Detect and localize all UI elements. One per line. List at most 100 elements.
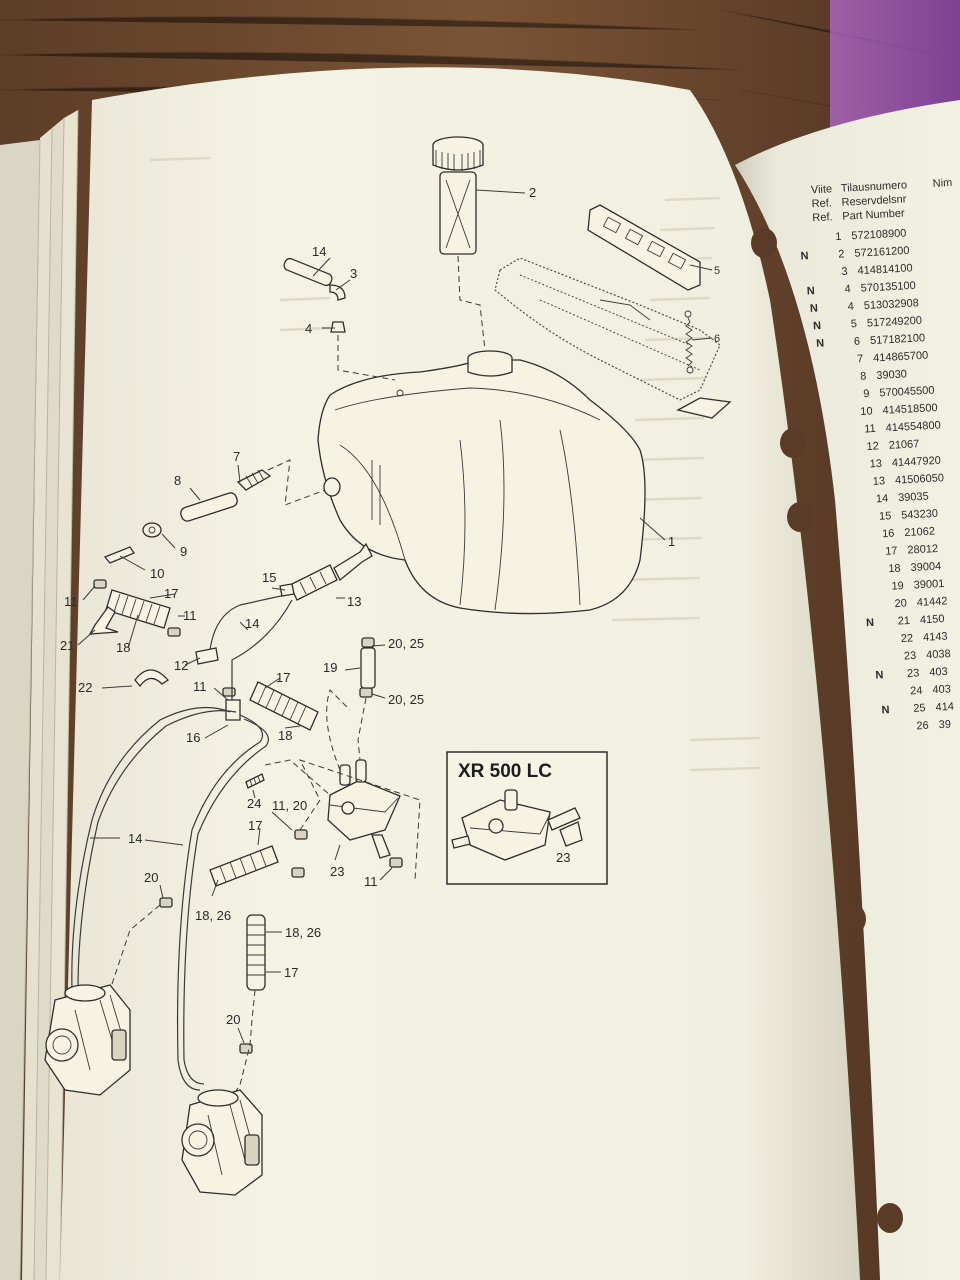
callout: 1: [668, 534, 675, 549]
parts-row: N 6 517182100: [816, 332, 926, 350]
header-viite: Viite: [811, 183, 833, 196]
ref-number: 10: [860, 405, 873, 418]
ref-number: 18: [888, 563, 901, 576]
part-number: 39035: [898, 491, 929, 505]
callout: 14: [128, 831, 142, 846]
parts-row: 13 41447920: [869, 455, 941, 471]
fuel-system-diagram: 2 1 5 6 14 3 4 7 8 9 10 11 17 11 21 18 1…: [44, 136, 732, 1196]
callout: 20: [226, 1012, 240, 1027]
callout: 9: [180, 544, 187, 559]
ref-number: 25: [913, 702, 926, 715]
header-part-number: Part Number: [842, 207, 905, 222]
parts-row: 1 572108900: [835, 227, 907, 243]
ref-number: 23: [907, 667, 920, 680]
callout: 11: [193, 679, 207, 694]
ref-number: 7: [857, 353, 864, 365]
ref-number: 19: [891, 580, 904, 593]
header-nim: Nim: [932, 177, 952, 190]
part-number: 570135100: [860, 280, 916, 295]
ref-number: 23: [904, 650, 917, 663]
parts-row: 17 28012: [885, 543, 938, 558]
right-page: [735, 100, 960, 1280]
part-number: 403: [929, 666, 948, 679]
part-number: 414518500: [882, 402, 938, 417]
carburetor-right: [181, 1089, 263, 1196]
new-part-marker: N: [813, 320, 822, 332]
callout: 22: [78, 680, 92, 695]
callout: 21: [60, 638, 74, 653]
inset-callout: 23: [556, 850, 570, 865]
spring: [684, 310, 694, 374]
ref-number: 2: [838, 248, 845, 260]
part-number: 4143: [923, 631, 948, 644]
callout: 19: [323, 660, 337, 675]
new-part-marker: N: [875, 669, 884, 681]
parts-row: 16 21062: [882, 526, 935, 541]
mounting-plate: [587, 204, 701, 291]
callout: 6: [714, 333, 720, 345]
ref-number: 4: [844, 283, 851, 295]
part-number: 543230: [901, 508, 938, 522]
parts-list: Viite Tilausnumero Nim Ref. Reservdelsnr…: [800, 177, 954, 732]
ref-number: 15: [879, 510, 892, 523]
callout: 8: [174, 473, 181, 488]
ref-number: 6: [854, 336, 861, 348]
part-number: 21062: [904, 526, 935, 540]
ref-number: 24: [910, 685, 923, 698]
ref-number: 21: [897, 615, 910, 628]
callout: 14: [312, 244, 326, 259]
callout: 23: [330, 864, 344, 879]
part-number: 39004: [910, 560, 941, 574]
ref-number: 20: [894, 597, 907, 610]
new-part-marker: N: [816, 337, 825, 349]
ref-number: 13: [869, 458, 882, 471]
inset-xr500lc: XR 500 LC 23: [446, 751, 608, 885]
part-number: 39: [938, 719, 951, 732]
part-number: 403: [932, 683, 951, 696]
part-number: 4038: [926, 648, 951, 661]
ref-number: 22: [901, 632, 914, 645]
ref-number: 9: [863, 388, 870, 400]
ref-number: 16: [882, 528, 895, 541]
callout: 17: [276, 670, 290, 685]
callout: 18, 26: [195, 908, 231, 923]
callout: 20: [144, 870, 158, 885]
part-number: 41447920: [892, 455, 942, 470]
parts-row: 24 403: [910, 683, 951, 697]
part-number: 517182100: [870, 332, 926, 347]
parts-row: 20 41442: [894, 595, 947, 610]
callout: 17: [248, 818, 262, 833]
screw-24: [245, 773, 265, 789]
ref-number: 13: [873, 475, 886, 488]
part-number: 28012: [907, 543, 938, 557]
inset-pump-body: [461, 799, 551, 861]
parts-row: N 21 4150: [866, 613, 945, 629]
part-number: 41442: [917, 595, 948, 609]
ref-number: 1: [835, 231, 842, 243]
callout: 20, 25: [388, 692, 424, 707]
new-part-marker: N: [881, 704, 890, 716]
corrugated-hoses: [105, 589, 319, 991]
carburetor-left: [44, 984, 131, 1096]
ref-number: 4: [847, 301, 854, 313]
part-number: 572108900: [851, 227, 907, 242]
new-part-marker: N: [866, 617, 875, 629]
parts-row: 10 414518500: [860, 402, 938, 418]
header-ref: Ref.: [812, 211, 833, 224]
header-tilausnumero: Tilausnumero: [841, 179, 908, 194]
page-stack-edges: [0, 109, 79, 1280]
part-number: 39030: [876, 368, 907, 382]
parts-row: 22 4143: [901, 631, 948, 645]
part-number: 4150: [920, 613, 945, 626]
part-number: 414: [935, 701, 954, 714]
callout: 14: [245, 616, 259, 631]
ref-number: 17: [885, 545, 898, 558]
